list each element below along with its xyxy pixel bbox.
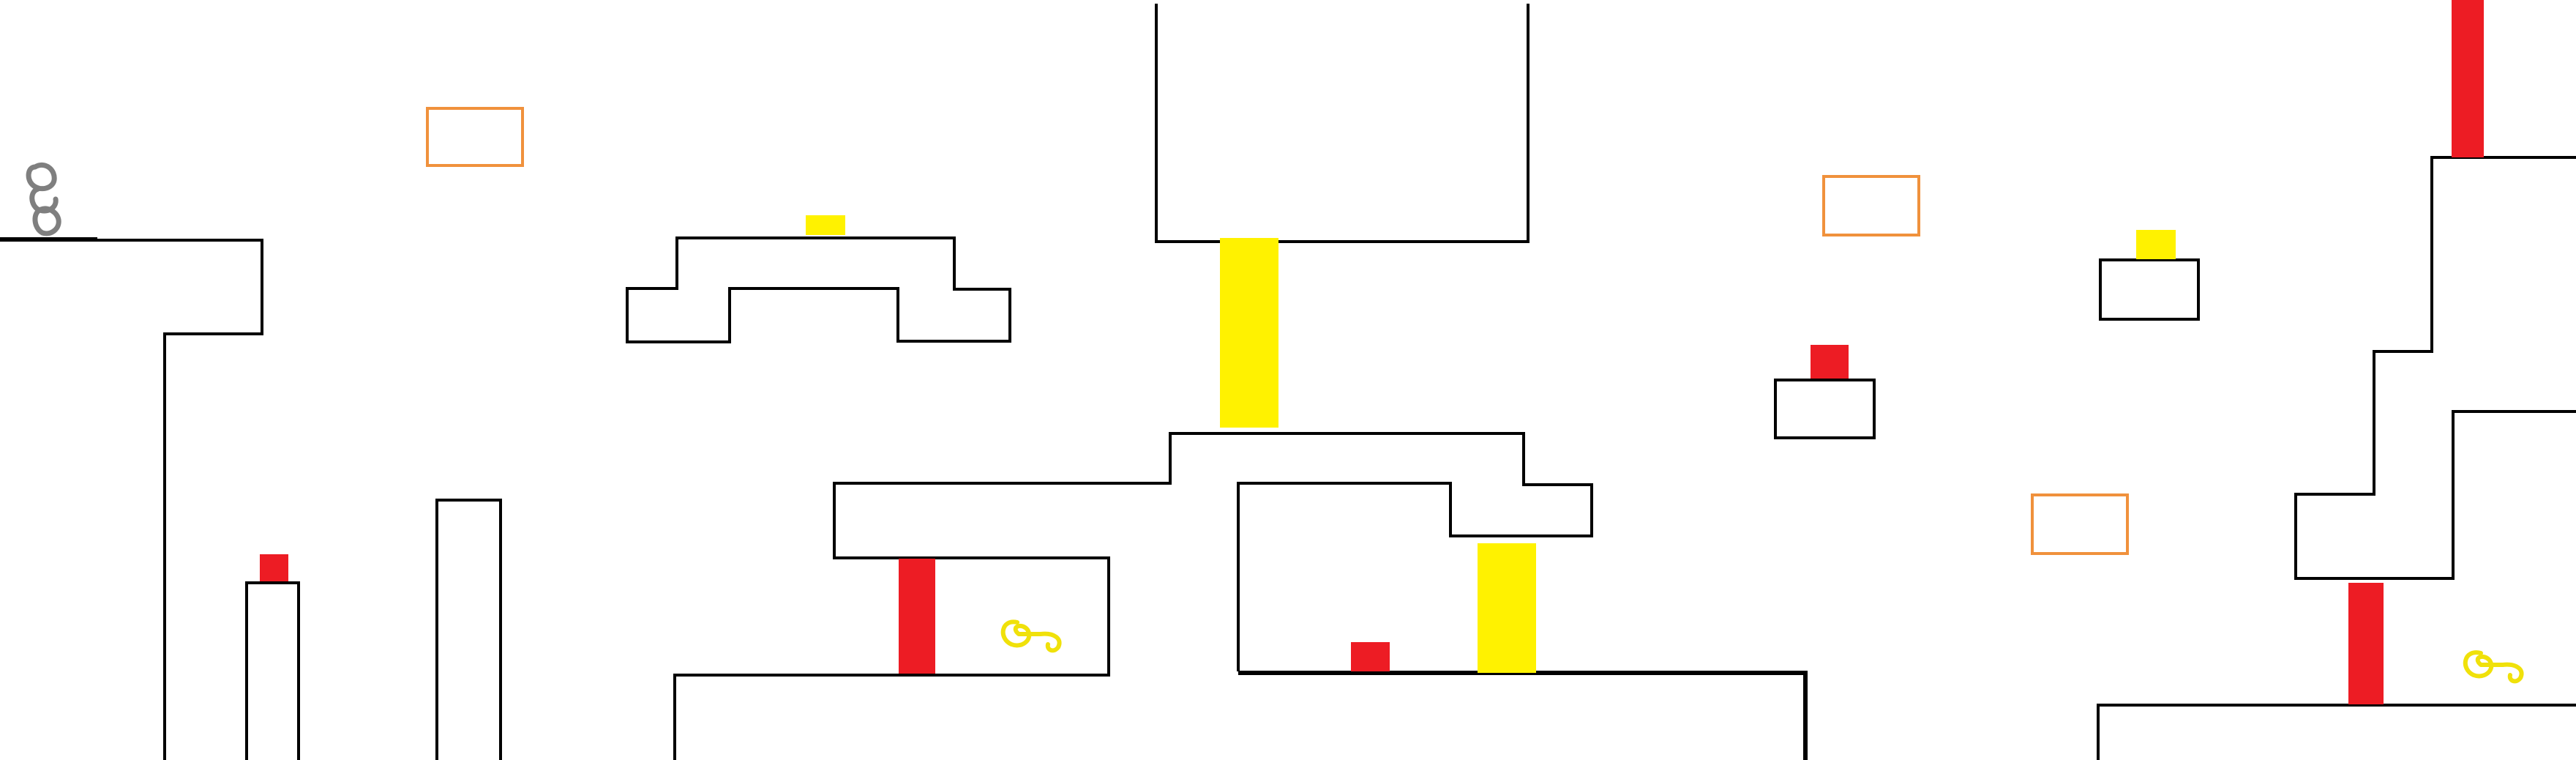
key-sprite [1000,619,1062,653]
red-block [260,554,288,581]
red-block [899,559,935,674]
yellow-block [1220,238,1278,428]
player-chain-sprite [26,162,61,236]
chain-link-lower [32,206,61,236]
short-pillar [245,581,300,760]
keys [1000,619,2524,684]
right-floor [2097,704,2576,760]
yellow-blocks [806,215,2176,673]
red-blocks [260,0,2484,704]
key-sprite [2463,650,2524,684]
hanging-ceiling-block [1155,4,1530,243]
walls [0,4,2576,760]
orange-box-outline [2031,493,2129,555]
floating-bridge-platform [626,236,1011,343]
red-block [1811,345,1849,379]
orange-box-outline [426,107,524,167]
center-floor [1238,671,1808,760]
red-block [2348,583,2384,704]
red-block [1351,642,1390,671]
orange-boxes [426,107,2129,555]
small-floating-platform-lower [1774,379,1876,439]
center-top-beam [1083,432,1593,671]
red-block [2452,0,2484,157]
orange-box-outline [1822,175,1920,236]
yellow-block [806,215,845,235]
yellow-block [1478,543,1536,673]
small-floating-platform-upper [2099,258,2200,321]
right-stair-wall [2294,156,2576,580]
tall-pillar [435,499,502,760]
start-ledge-wall [0,239,263,760]
yellow-block [2136,230,2176,259]
chain-link-upper [26,162,57,192]
left-lower-structure [673,482,1110,760]
